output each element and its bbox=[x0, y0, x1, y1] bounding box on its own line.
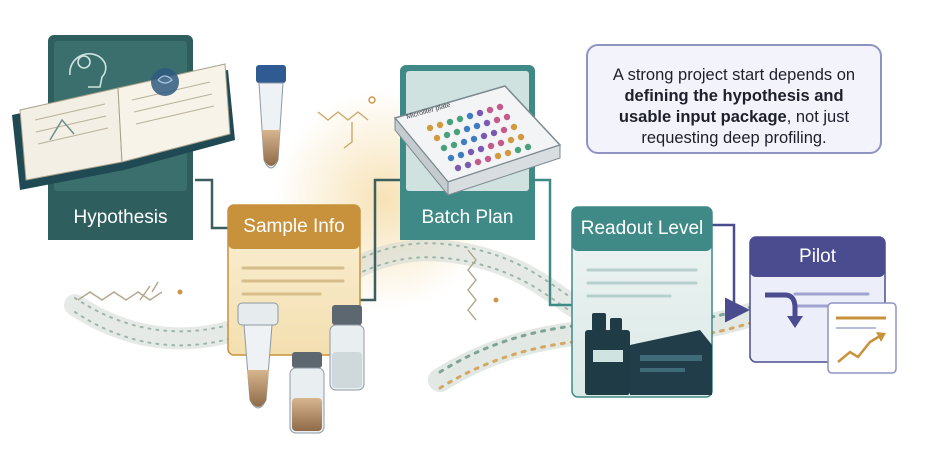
molecule-sketch-left bbox=[77, 281, 183, 301]
vial-large-icon bbox=[329, 305, 365, 391]
brain-head-icon bbox=[69, 53, 107, 88]
callout-text-tail: , not just requesting deep profiling. bbox=[641, 108, 850, 147]
step-label-pilot: Pilot bbox=[799, 246, 836, 267]
pilot-card bbox=[749, 236, 886, 363]
molecule-sketch-center bbox=[317, 96, 376, 149]
step-label-sample-info: Sample Info bbox=[243, 216, 345, 237]
notebook-icon bbox=[12, 63, 235, 190]
mass-spectrometer-icon bbox=[585, 313, 712, 395]
step-label-readout-level: Readout Level bbox=[580, 218, 704, 239]
vial-small-icon bbox=[289, 352, 325, 434]
microplate-icon: Microliter plate bbox=[393, 85, 562, 197]
callout-text-lead: A strong project start depends on bbox=[612, 66, 856, 84]
sample-tube-icon bbox=[237, 302, 279, 409]
molecule-sketch-right bbox=[467, 249, 499, 321]
step-label-batch-plan: Batch Plan bbox=[421, 207, 514, 228]
microplate-wells bbox=[426, 103, 532, 172]
flow-connectors bbox=[195, 178, 750, 323]
branch-arrow-icon bbox=[765, 292, 798, 320]
brain-sketch-icon bbox=[151, 68, 179, 96]
callout-text-emphasis: defining the hypothesis and usable input… bbox=[618, 87, 844, 126]
callout-box: A strong project start depends on defini… bbox=[586, 44, 882, 154]
batch-plan-label-bar bbox=[400, 196, 535, 240]
hypothesis-label-bar bbox=[48, 193, 193, 240]
trend-chart-icon bbox=[827, 302, 897, 374]
floating-tube-icon bbox=[256, 65, 286, 169]
step-label-hypothesis: Hypothesis bbox=[73, 207, 168, 228]
